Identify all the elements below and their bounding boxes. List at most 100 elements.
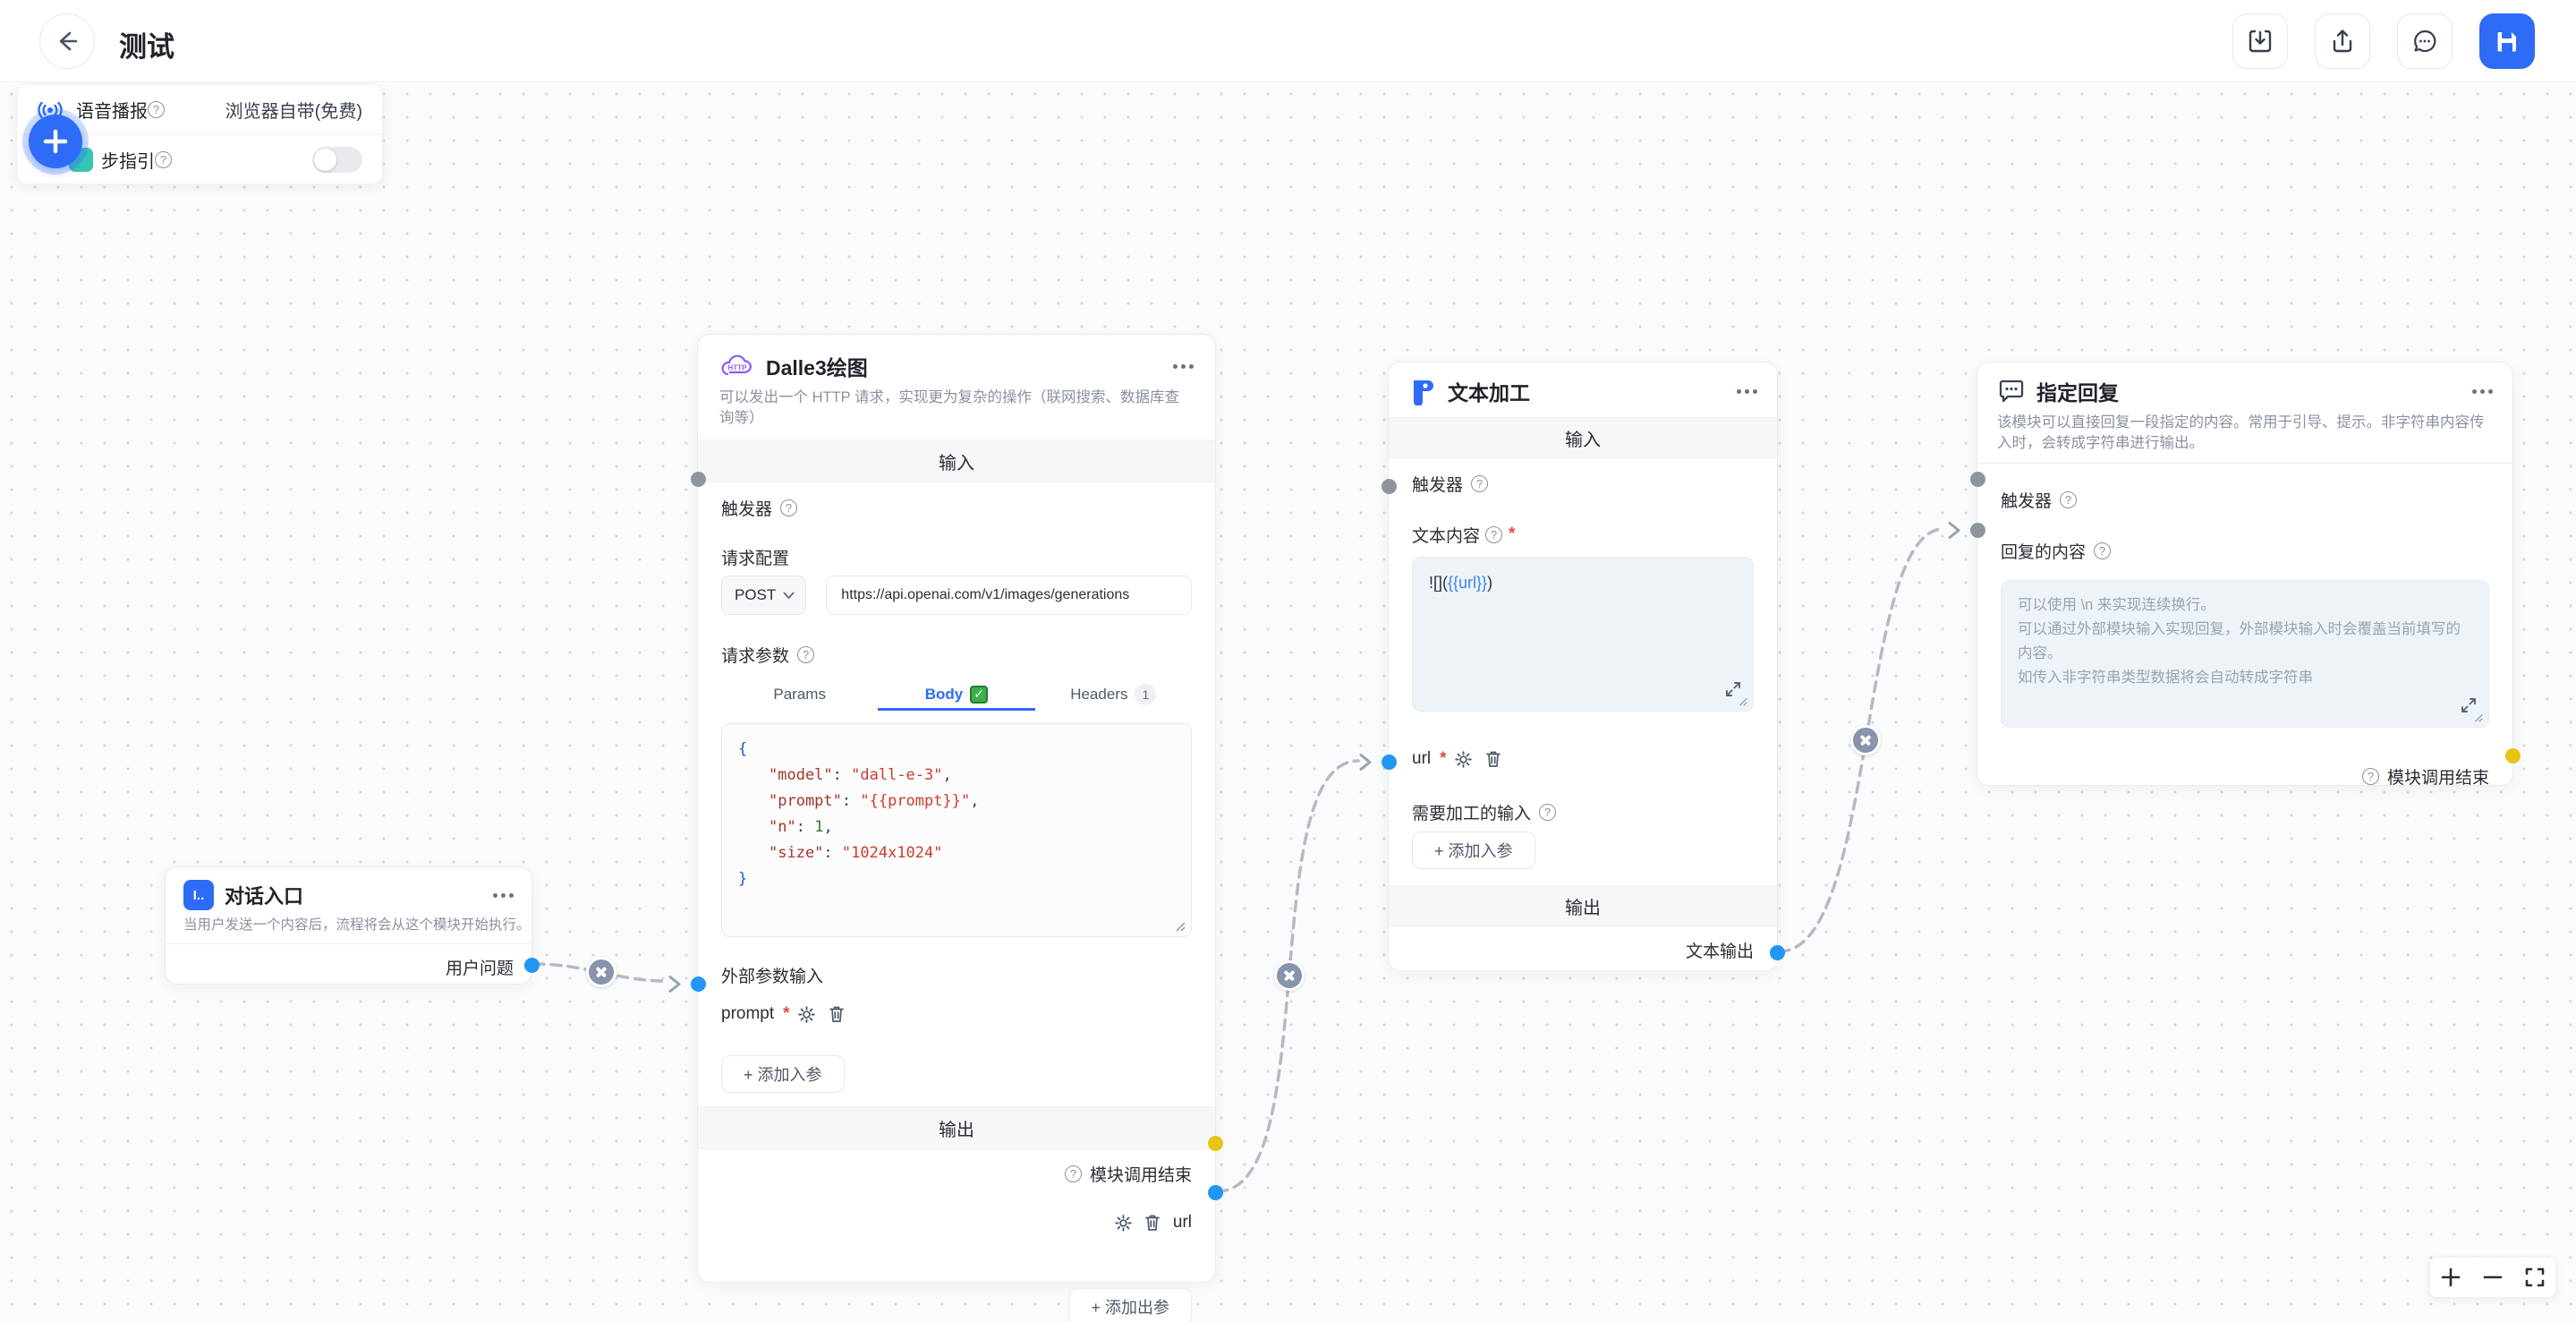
plus-icon xyxy=(43,129,68,154)
trigger-label: 触发器 xyxy=(2001,491,2053,511)
input-port-prompt[interactable] xyxy=(690,976,706,992)
node-specified-reply[interactable]: 指定回复 该模块可以直接回复一段指定的内容。常用于引导、提示。非字符串内容传入时… xyxy=(1948,362,2521,788)
node-desc: 该模块可以直接回复一段指定的内容。常用于引导、提示。非字符串内容传入时，会转成字… xyxy=(1997,414,2485,451)
gear-icon[interactable] xyxy=(1454,750,1472,768)
save-button[interactable] xyxy=(2479,13,2535,69)
external-input-label-row: 外部参数输入 xyxy=(721,962,1192,987)
more-menu-icon[interactable] xyxy=(1730,388,1757,394)
back-button[interactable] xyxy=(39,13,95,69)
tab-params[interactable]: Params xyxy=(773,685,826,703)
disconnect-button[interactable] xyxy=(1850,725,1881,755)
help-icon[interactable] xyxy=(780,499,798,516)
add-input-param-button[interactable]: + 添加入参 xyxy=(721,1055,845,1093)
zoom-out-button[interactable] xyxy=(2478,1262,2508,1292)
body-json-editor[interactable]: { "model": "dall-e-3", "prompt": "{{prom… xyxy=(721,723,1192,937)
node-title: 指定回复 xyxy=(2036,381,2119,405)
output-port-module-end[interactable] xyxy=(2504,747,2521,763)
headers-count-badge: 1 xyxy=(1135,683,1157,705)
fit-view-button[interactable] xyxy=(2520,1262,2550,1292)
placeholder-line: 如传入非字符串类型数据将会自动转成字符串 xyxy=(2018,670,2313,686)
reply-content-editor[interactable]: 可以使用 \n 来实现连续换行。 可以通过外部模块输入实现回复，外部模块输入时会… xyxy=(2001,580,2489,728)
page-title: 测试 xyxy=(119,31,174,63)
help-icon[interactable] xyxy=(2361,767,2379,785)
trigger-port[interactable] xyxy=(1381,478,1397,494)
request-config-label-row: 请求配置 xyxy=(721,544,1192,569)
help-icon[interactable] xyxy=(797,645,815,663)
help-icon[interactable] xyxy=(1539,803,1557,821)
user-question-output-row: 用户问题 xyxy=(183,954,514,979)
add-input-param-button[interactable]: + 添加入参 xyxy=(1412,832,1535,869)
node-conversation-entry[interactable]: I.. 对话入口 当用户发送一个内容后，流程将会从这个模块开始执行。 用户问题 xyxy=(165,866,540,985)
section-output-header: 输出 xyxy=(1389,885,1777,926)
param-name: url xyxy=(1412,749,1432,768)
expand-icon[interactable] xyxy=(2460,696,2478,714)
text-content-editor[interactable]: ![]({{url}}) xyxy=(1412,557,1754,712)
disconnect-button[interactable] xyxy=(1274,960,1305,991)
expand-icon[interactable] xyxy=(1724,680,1742,698)
node-http-dalle3[interactable]: HTTP Dalle3绘图 可以发出一个 HTTP 请求，实现更为复杂的操作（联… xyxy=(668,334,1223,1322)
comments-button[interactable] xyxy=(2397,13,2453,69)
text-content-label-row: 文本内容 * xyxy=(1412,522,1754,547)
zoom-in-button[interactable] xyxy=(2436,1262,2466,1292)
module-end-label: 模块调用结束 xyxy=(2386,768,2489,788)
output-port-module-end[interactable] xyxy=(1207,1135,1223,1151)
text-output-row: 文本输出 xyxy=(1412,937,1754,962)
section-input-header: 输入 xyxy=(698,439,1215,482)
more-menu-icon[interactable] xyxy=(1167,363,1194,369)
trash-icon[interactable] xyxy=(829,1005,845,1023)
top-actions xyxy=(2232,13,2535,69)
export-button[interactable] xyxy=(2315,13,2370,69)
trash-icon[interactable] xyxy=(1144,1214,1160,1232)
gear-icon[interactable] xyxy=(1115,1214,1132,1232)
required-mark: * xyxy=(1440,749,1447,768)
back-arrow-icon xyxy=(59,31,78,51)
trigger-port[interactable] xyxy=(690,471,706,487)
output-port-user-question[interactable] xyxy=(523,957,540,973)
gear-icon[interactable] xyxy=(797,1005,815,1023)
module-end-label: 模块调用结束 xyxy=(1089,1165,1192,1185)
tab-body[interactable]: Body xyxy=(878,680,1035,711)
import-button[interactable] xyxy=(2232,13,2288,69)
output-port-text[interactable] xyxy=(1769,944,1785,960)
param-prompt-row: prompt* xyxy=(721,1002,1192,1027)
help-icon[interactable] xyxy=(148,101,165,118)
url-input[interactable]: https://api.openai.com/v1/images/generat… xyxy=(826,576,1192,615)
step-guide-row: 步指引 xyxy=(17,134,382,183)
help-icon[interactable] xyxy=(2094,542,2112,559)
disconnect-button[interactable] xyxy=(586,957,616,987)
input-port-reply-content[interactable] xyxy=(1969,522,1985,538)
flow-canvas[interactable]: 语音播报 浏览器自带(免费) 步指引 I.. 对话入口 xyxy=(0,82,2576,1322)
resize-handle-icon[interactable] xyxy=(1172,918,1186,933)
help-icon[interactable] xyxy=(155,150,172,168)
node-text-process[interactable]: 文本加工 输入 触发器 文本内容 * ![]({{url}}) xyxy=(1359,362,1785,971)
trigger-row: 触发器 xyxy=(1412,471,1754,496)
step-guide-label: 步指引 xyxy=(101,151,155,172)
need-input-label-row: 需要加工的输入 xyxy=(1412,799,1754,824)
output-port-url[interactable] xyxy=(1207,1184,1223,1200)
input-chevron-icon xyxy=(668,976,681,993)
voice-broadcast-value[interactable]: 浏览器自带(免费) xyxy=(225,102,362,122)
trash-icon[interactable] xyxy=(1485,750,1501,768)
request-params-label: 请求参数 xyxy=(721,646,790,666)
trigger-port[interactable] xyxy=(1969,471,1985,487)
trigger-label: 触发器 xyxy=(721,499,773,519)
trigger-row: 触发器 xyxy=(2001,487,2489,512)
resize-handle-icon[interactable] xyxy=(2471,711,2484,723)
help-icon[interactable] xyxy=(2060,490,2078,508)
method-select[interactable]: POST xyxy=(721,576,807,615)
resize-handle-icon[interactable] xyxy=(1736,695,1748,707)
output-url-row: url xyxy=(721,1210,1192,1235)
step-guide-toggle[interactable] xyxy=(312,146,362,173)
add-module-button[interactable] xyxy=(29,115,82,168)
help-icon[interactable] xyxy=(1471,474,1489,492)
plus-icon xyxy=(2442,1267,2461,1287)
input-port-url[interactable] xyxy=(1381,754,1397,770)
more-menu-icon[interactable] xyxy=(487,892,514,898)
help-icon[interactable] xyxy=(1485,525,1503,543)
help-icon[interactable] xyxy=(1064,1164,1082,1182)
add-output-param-button[interactable]: + 添加出参 xyxy=(1068,1288,1192,1322)
more-menu-icon[interactable] xyxy=(2466,388,2493,394)
